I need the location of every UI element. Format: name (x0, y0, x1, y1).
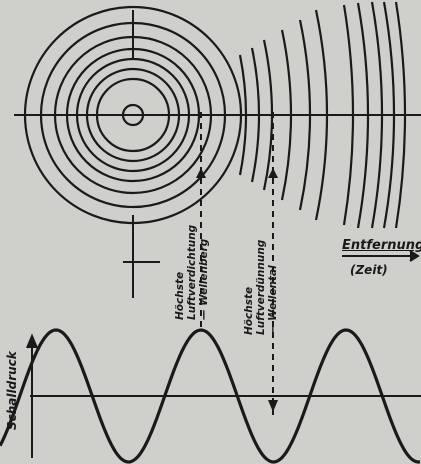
trough-line3: — Wellental (267, 240, 279, 335)
trough-guide-arrow-bottom (268, 400, 278, 412)
pressure-label: Schalldruck (6, 351, 18, 430)
peak-line1: Höchste (174, 225, 186, 320)
trough-line3-text: Wellental (267, 265, 279, 321)
peak-line2: Luftverdichtung (186, 225, 198, 320)
time-label: (Zeit) (350, 263, 388, 277)
trough-annotation: Höchste Luftverdünnung — Wellental (243, 240, 279, 335)
trough-line1: Höchste (243, 240, 255, 335)
trough-line2: Luftverdünnung (255, 240, 267, 335)
peak-annotation: Höchste Luftverdichtung — Wellenberg (174, 225, 210, 320)
pressure-label-text: Schalldruck (6, 351, 18, 430)
pressure-arrowhead (27, 336, 37, 348)
trough-guide-arrow-top (268, 168, 278, 178)
distance-label: Entfernung (342, 238, 421, 253)
peak-line3: — Wellenberg (198, 225, 210, 320)
peak-line3-text: Wellenberg (198, 239, 210, 306)
